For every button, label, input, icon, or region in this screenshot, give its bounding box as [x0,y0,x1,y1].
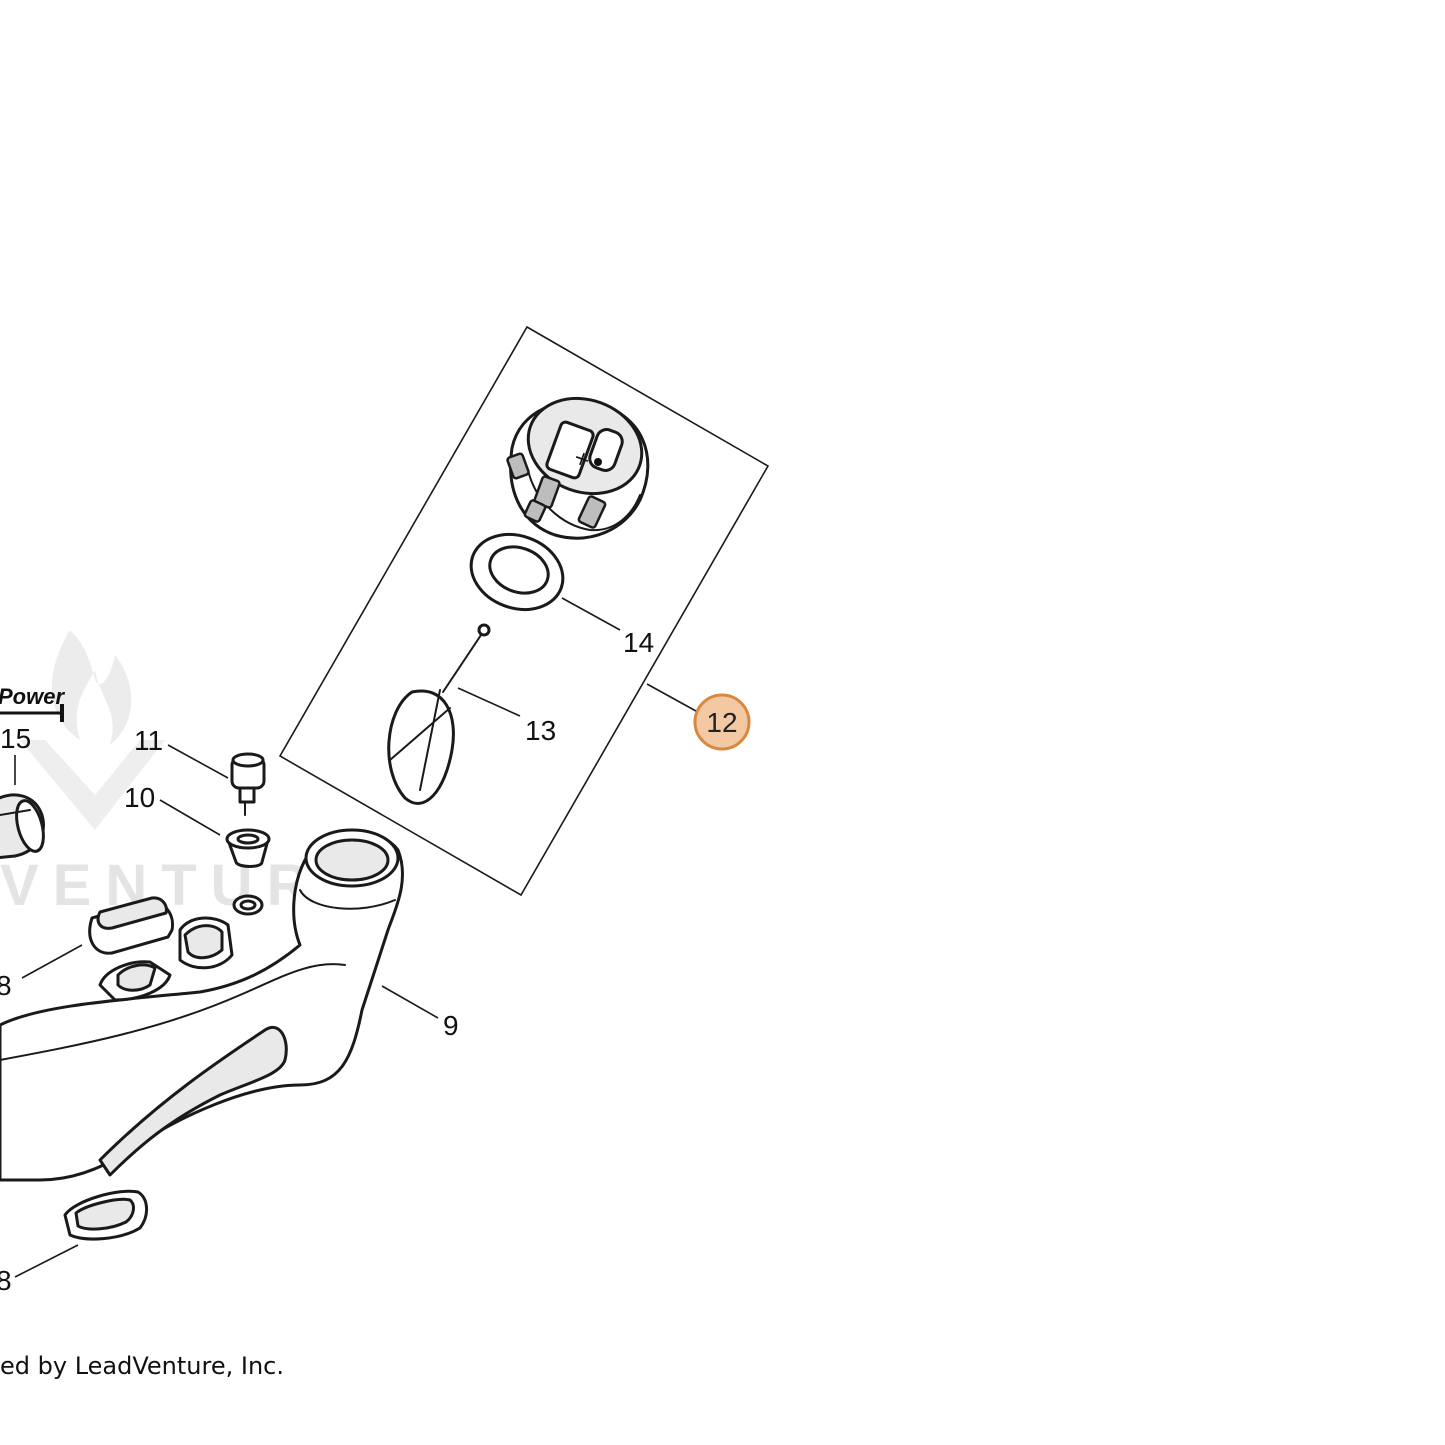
callout-12[interactable]: 12 [706,707,737,738]
vent-11 [230,752,266,816]
callout-12-highlight[interactable]: 12 [693,693,751,751]
strainer-13 [387,623,491,805]
callouts: 14 13 11 10 15 8 9 8 12 [0,627,751,1296]
callout-14[interactable]: 14 [623,627,654,658]
callout-15[interactable]: 15 [0,723,31,754]
cover-8-top [88,896,175,955]
part-15 [0,793,45,860]
callout-10[interactable]: 10 [124,782,155,813]
cover-8-bottom [63,1189,148,1241]
callout-13[interactable]: 13 [525,715,556,746]
grommet-10 [225,828,271,868]
brand-logo: Power [0,684,65,722]
watermark-flame-icon [51,630,132,745]
brand-text: Power [0,684,65,709]
callout-8-top[interactable]: 8 [0,970,12,1001]
gasket-14 [469,533,565,611]
fuel-cap: + [506,396,650,540]
watermark-v-icon [20,740,165,830]
credit-text: ed by LeadVenture, Inc. [0,1352,284,1380]
callout-8-bottom[interactable]: 8 [0,1265,12,1296]
svg-text:+: + [570,444,594,472]
leader-lines [14,597,706,1278]
kit-12-frame [278,325,770,897]
callout-9[interactable]: 9 [443,1010,459,1041]
fuel-tank-9 [0,828,404,1182]
callout-11[interactable]: 11 [134,725,163,756]
